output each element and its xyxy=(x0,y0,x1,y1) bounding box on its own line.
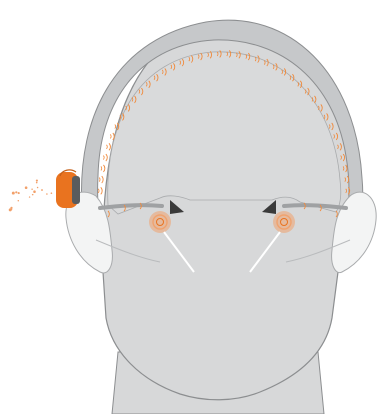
right-cochlea xyxy=(273,211,295,233)
sound-wave-icon xyxy=(101,165,105,172)
sound-wave-icon xyxy=(103,154,107,161)
sound-particle xyxy=(32,194,34,196)
left-cochlea xyxy=(149,211,171,233)
sound-particle xyxy=(46,193,48,195)
sound-particle xyxy=(12,192,15,195)
sound-particle xyxy=(15,191,17,193)
sound-particle xyxy=(37,187,39,189)
sound-particle xyxy=(36,182,38,184)
sound-particle xyxy=(29,196,30,197)
sound-particle xyxy=(51,192,53,194)
sound-particle xyxy=(33,190,36,193)
sound-particle xyxy=(25,186,28,189)
sound-wave-icon xyxy=(110,133,114,140)
sound-particle xyxy=(18,200,19,201)
sound-particle xyxy=(36,180,38,182)
sound-particle xyxy=(11,209,13,211)
sound-particle xyxy=(31,188,32,189)
sound-wave-icon xyxy=(106,143,110,150)
sound-particles xyxy=(9,180,52,212)
bone-conduction-headphone-icon xyxy=(56,170,80,208)
sound-particle xyxy=(41,189,43,191)
sound-particle xyxy=(18,192,20,194)
sound-wave-icon xyxy=(98,187,102,194)
sound-wave-icon xyxy=(99,176,103,183)
